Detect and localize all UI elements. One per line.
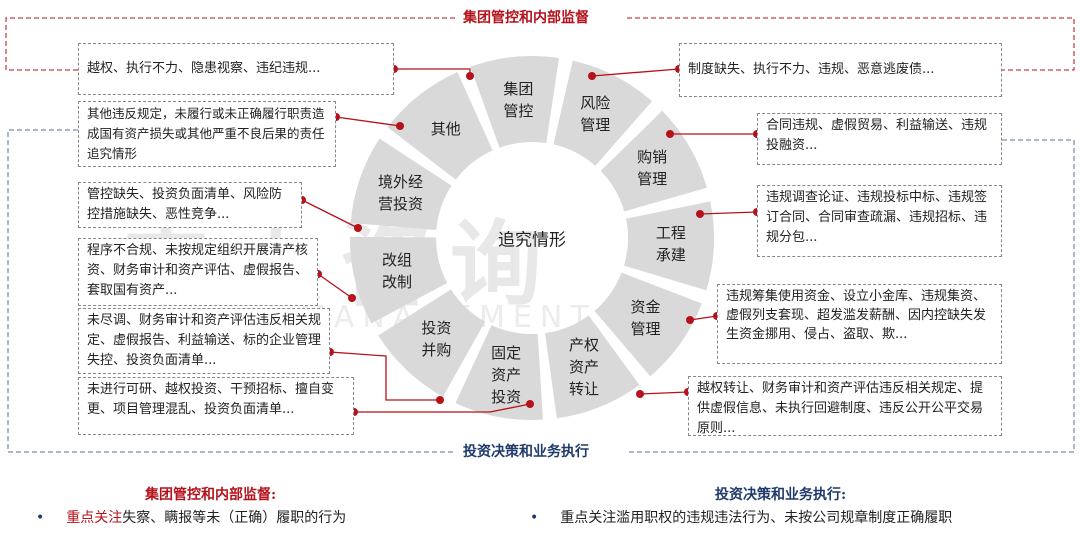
segment-label-zijin: 资金 管理 bbox=[630, 298, 661, 339]
conn-gouxiao-dot-end bbox=[666, 130, 674, 138]
box-jingwai: 管控缺失、投资负面清单、风险防控措施缺失、恶性竞争... bbox=[78, 182, 302, 228]
ring-segment-jituan bbox=[470, 56, 559, 148]
bottom-left-heading-text: 集团管控和内部监督: bbox=[145, 487, 277, 503]
conn-jingwai-dot-end bbox=[354, 224, 362, 232]
conn-gaizu-line bbox=[317, 273, 353, 299]
box-gaizu: 程序不合规、未按规定组织开展清产核资、财务审计和资产评估、虚假报告、套取国有资产… bbox=[78, 238, 318, 306]
conn-gaizu-dot-end bbox=[348, 294, 356, 302]
conn-jingwai-line bbox=[301, 199, 359, 229]
ring-segment-gouxiao bbox=[600, 110, 707, 212]
top-title: 集团管控和内部监督 bbox=[457, 7, 595, 27]
conn-zijin-line bbox=[689, 315, 718, 321]
bottom-right-body: 重点关注滥用职权的违规违法行为、未按公司规章制度正确履职 bbox=[560, 510, 953, 526]
bottom-left-body: 失察、瞒报等未（正确）履职的行为 bbox=[122, 510, 347, 526]
bottom-bracket bbox=[7, 129, 1075, 453]
segment-label-jituan: 集团 管控 bbox=[503, 79, 534, 120]
bottom-right-heading-text: 投资决策和业务执行: bbox=[715, 487, 847, 503]
bullet-right: • bbox=[530, 510, 539, 526]
conn-guding-line bbox=[354, 403, 531, 413]
box-touzi: 未尽调、财务审计和资产评估违反相关规定、虚假报告、利益输送、标的企业管理失控、投… bbox=[78, 308, 330, 374]
bottom-right-heading: 投资决策和业务执行: bbox=[715, 484, 846, 504]
bottom-left-highlight: 重点关注 bbox=[66, 510, 123, 526]
ring-segment-chanquan bbox=[545, 315, 640, 419]
box-jituan: 越权、执行不力、隐患视察、违纪违规... bbox=[78, 43, 394, 95]
conn-chanquan-line bbox=[639, 391, 689, 395]
box-qita: 其他违反规定，未履行或未正确履行职责造成国有资产损失或其他严重不良后果的责任追究… bbox=[78, 101, 336, 167]
conn-zijin-dot-end bbox=[686, 316, 694, 324]
ring-segment-jingwai bbox=[350, 138, 452, 231]
center-label: 追究情形 bbox=[498, 230, 566, 251]
segment-label-chanquan: 产权 资产 转让 bbox=[569, 335, 600, 398]
ring-segment-zijin bbox=[594, 272, 702, 377]
bottom-right-text: • 重点关注滥用职权的违规违法行为、未按公司规章制度正确履职 bbox=[530, 507, 952, 527]
segment-label-gaizu: 改组 改制 bbox=[382, 251, 413, 292]
ring-segment-gaizu bbox=[350, 236, 448, 324]
conn-fengxian-dot-end bbox=[588, 72, 596, 80]
segment-label-jingwai: 境外经 营投资 bbox=[377, 172, 424, 213]
top-bracket bbox=[5, 17, 1075, 71]
bottom-left-text: • 重点关注失察、瞒报等未（正确）履职的行为 bbox=[36, 507, 346, 527]
box-fengxian: 制度缺失、执行不力、违规、恶意逃废债... bbox=[679, 43, 1002, 97]
box-gongcheng: 违规调查论证、违规投标中标、违规签订合同、合同审查疏漏、违规招标、违规分包... bbox=[757, 185, 1002, 257]
conn-qita-dot-end bbox=[396, 122, 404, 130]
box-chanquan: 越权转让、财务审计和资产评估违反相关规定、提供虚假信息、未执行回避制度、违反公开… bbox=[688, 376, 1002, 436]
segment-label-qita: 其他 bbox=[430, 120, 461, 138]
conn-touzi-line bbox=[329, 351, 440, 401]
conn-gongcheng-line bbox=[699, 211, 758, 215]
ring-segment-qita bbox=[387, 71, 493, 180]
bullet-left: • bbox=[36, 510, 45, 526]
ring-segment-touzi bbox=[378, 289, 486, 397]
conn-qita-line bbox=[335, 116, 401, 127]
segment-label-touzi: 投资 并购 bbox=[421, 318, 452, 359]
segment-label-gongcheng: 工程 承建 bbox=[655, 224, 686, 265]
segment-label-gouxiao: 购销 管理 bbox=[637, 148, 668, 189]
segment-label-guding: 固定 资产 投资 bbox=[491, 343, 522, 406]
conn-touzi-dot-end bbox=[436, 396, 444, 404]
conn-fengxian-line bbox=[591, 68, 680, 77]
ring-segment-gongcheng bbox=[623, 201, 714, 291]
conn-jituan-dot-end bbox=[466, 72, 474, 80]
conn-chanquan-dot-end bbox=[636, 390, 644, 398]
box-zijin: 违规筹集使用资金、设立小金库、违规集资、虚假列支套现、超发滥发薪酬、因内控缺失发… bbox=[717, 284, 1002, 364]
ring-segment-guding bbox=[455, 325, 543, 420]
segment-label-fengxian: 风险 管理 bbox=[580, 94, 611, 135]
bottom-left-heading: 集团管控和内部监督: bbox=[145, 484, 276, 504]
box-guding: 未进行可研、越权投资、干预招标、擅自变更、项目管理混乱、投资负面清单... bbox=[78, 377, 354, 435]
conn-gongcheng-dot-end bbox=[696, 210, 704, 218]
conn-guding-dot-end bbox=[526, 400, 534, 408]
box-gouxiao: 合同违规、虚假贸易、利益输送、违规投融资... bbox=[757, 113, 1002, 165]
ring-segment-fengxian bbox=[553, 60, 653, 166]
bottom-title: 投资决策和业务执行 bbox=[457, 441, 595, 461]
